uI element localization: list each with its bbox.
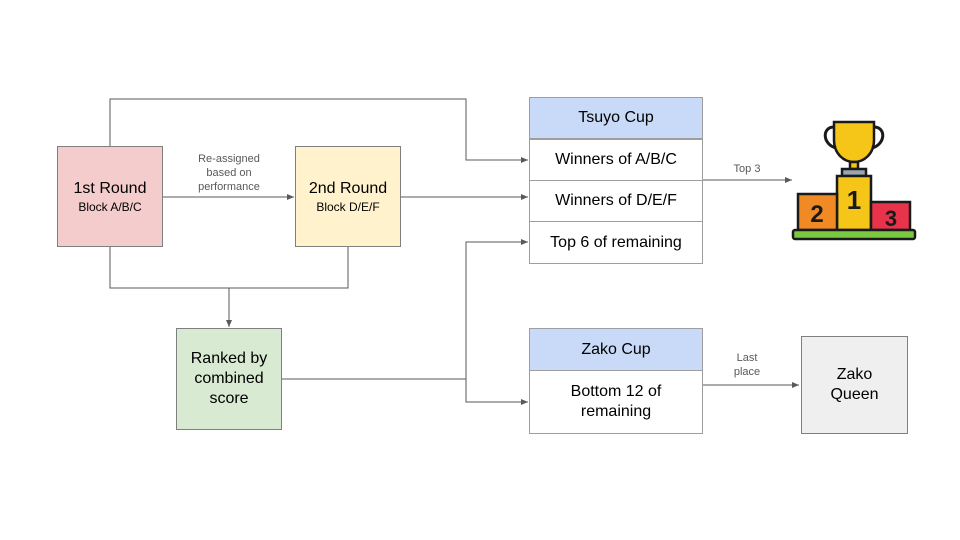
ranked-label: Ranked by combined score (190, 350, 268, 407)
edge-label-last-place: Last place (733, 352, 761, 378)
tsuyo-cup-header: Tsuyo Cup (529, 97, 703, 139)
zako-cup-row: Bottom 12 of remaining (529, 370, 703, 434)
round1-title: 1st Round (73, 179, 147, 197)
tsuyo-cup-row: Winners of A/B/C (529, 139, 703, 181)
edge-round1-to-winners-abc (109, 98, 528, 163)
tsuyo-cup-row: Top 6 of remaining (529, 221, 703, 264)
round2-node: 2nd Round Block D/E/F (295, 146, 401, 247)
zako-queen-node: Zako Queen (801, 336, 908, 434)
edge-ranked-to-top6 (465, 239, 528, 379)
round2-title: 2nd Round (308, 179, 388, 197)
podium-first: 1 (847, 185, 861, 215)
zako-queen-label: Zako Queen (830, 366, 879, 403)
trophy-podium-icon: 1 2 3 (791, 120, 917, 241)
edge-ranked-to-bottom12 (465, 379, 528, 405)
edge-label-reassigned: Re-assigned based on performance (198, 153, 260, 193)
podium-second: 2 (810, 201, 823, 228)
tsuyo-cup-row: Winners of D/E/F (529, 180, 703, 222)
round1-node: 1st Round Block A/B/C (57, 146, 163, 247)
edge-label-top3: Top 3 (733, 163, 761, 175)
ranked-node: Ranked by combined score (176, 328, 282, 430)
podium-third: 3 (885, 206, 897, 231)
round1-subtitle: Block A/B/C (78, 199, 142, 214)
edge-rounds-to-ranked (109, 247, 349, 327)
round2-subtitle: Block D/E/F (316, 199, 380, 214)
zako-cup-header: Zako Cup (529, 328, 703, 371)
